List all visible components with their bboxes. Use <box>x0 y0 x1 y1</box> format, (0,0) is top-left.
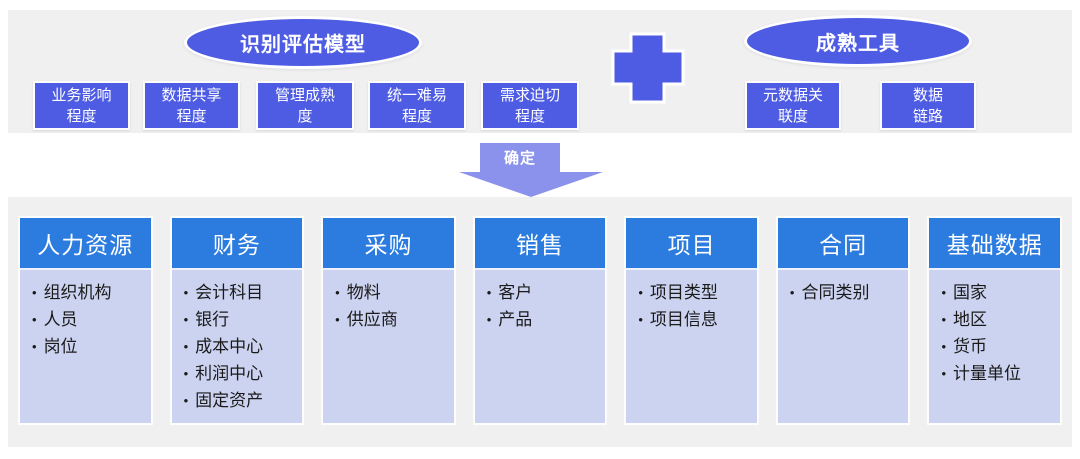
domain-item: 会计科目 <box>184 280 299 307</box>
domain-item: 利润中心 <box>184 361 299 388</box>
domain-item: 货币 <box>941 334 1056 361</box>
factor-unification-difficulty: 统一难易 程度 <box>368 81 466 130</box>
domain-item: 岗位 <box>32 334 147 361</box>
domain-item: 合同类别 <box>790 280 905 307</box>
domain-item: 物料 <box>335 280 450 307</box>
domain-item: 国家 <box>941 280 1056 307</box>
domain-header: 合同 <box>777 218 909 270</box>
domain-item: 产品 <box>487 307 602 334</box>
domain-item: 成本中心 <box>184 334 299 361</box>
domain-body: 项目类型 项目信息 <box>626 270 757 423</box>
domain-item: 客户 <box>487 280 602 307</box>
domain-column-basic-data: 基础数据 国家 地区 货币 计量单位 <box>929 218 1061 423</box>
domain-column-hr: 人力资源 组织机构 人员 岗位 <box>20 218 151 423</box>
evaluation-model-ellipse: 识别评估模型 <box>184 16 422 69</box>
domain-item: 供应商 <box>335 307 450 334</box>
factor-management-maturity: 管理成熟 度 <box>256 81 354 130</box>
domain-body: 会计科目 银行 成本中心 利润中心 固定资产 <box>171 270 303 423</box>
domain-header: 基础数据 <box>929 218 1061 270</box>
domain-header: 人力资源 <box>20 218 151 270</box>
domain-item: 银行 <box>184 307 299 334</box>
domain-header: 采购 <box>323 218 454 270</box>
domain-column-procurement: 采购 物料 供应商 <box>323 218 454 423</box>
domain-header: 财务 <box>171 218 303 270</box>
plus-icon <box>609 31 687 106</box>
domain-column-project: 项目 项目类型 项目信息 <box>626 218 757 423</box>
mature-tools-title: 成熟工具 <box>816 32 900 55</box>
mature-tools-ellipse: 成熟工具 <box>744 15 972 67</box>
domain-column-contract: 合同 合同类别 <box>777 218 909 423</box>
domain-body: 物料 供应商 <box>323 270 454 423</box>
domain-body: 合同类别 <box>777 270 909 423</box>
factor-demand-urgency: 需求迫切 程度 <box>481 81 579 130</box>
factor-business-impact: 业务影响 程度 <box>33 81 130 130</box>
domain-item: 项目类型 <box>638 280 753 307</box>
domain-item: 固定资产 <box>184 388 299 415</box>
domain-column-sales: 销售 客户 产品 <box>474 218 606 423</box>
domain-header: 销售 <box>474 218 606 270</box>
domain-body: 组织机构 人员 岗位 <box>20 270 151 423</box>
domain-column-finance: 财务 会计科目 银行 成本中心 利润中心 固定资产 <box>171 218 303 423</box>
domain-body: 国家 地区 货币 计量单位 <box>929 270 1061 423</box>
domain-item: 项目信息 <box>638 307 753 334</box>
domain-item: 人员 <box>32 307 147 334</box>
evaluation-model-title: 识别评估模型 <box>240 34 366 56</box>
domain-header: 项目 <box>626 218 757 270</box>
determine-label: 确定 <box>503 150 536 167</box>
domain-item: 地区 <box>941 307 1056 334</box>
domain-item: 组织机构 <box>32 280 147 307</box>
factor-data-sharing: 数据共享 程度 <box>143 81 240 130</box>
domain-body: 客户 产品 <box>474 270 606 423</box>
domain-item: 计量单位 <box>941 361 1056 388</box>
factor-data-link: 数据 链路 <box>880 81 976 130</box>
factor-metadata-relevance: 元数据关 联度 <box>745 81 841 130</box>
domain-columns: 人力资源 组织机构 人员 岗位 财务 会计科目 银行 成本中心 利润中心 固定资… <box>20 218 1061 423</box>
down-arrow-icon <box>459 143 603 197</box>
